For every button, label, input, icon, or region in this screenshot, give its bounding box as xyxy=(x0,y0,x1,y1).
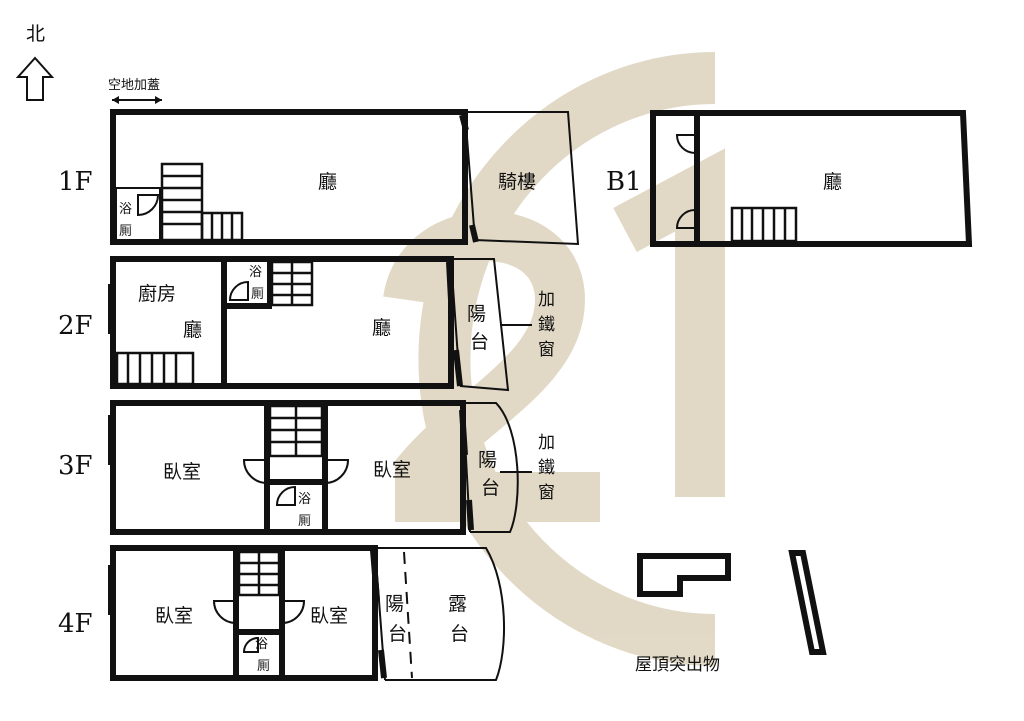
balcony-label-3f-top: 陽 xyxy=(478,449,497,471)
extension-note: 空地加蓋 xyxy=(108,78,160,93)
stairs-1f xyxy=(160,162,244,242)
iron-window-2f-2: 鐵 xyxy=(538,315,555,335)
room-hall-1f: 廳 xyxy=(318,171,337,193)
iron-window-3f-2: 鐵 xyxy=(538,458,555,478)
bath-label-3f-bottom: 厠 xyxy=(298,514,311,529)
room-bedroom-right-4f: 臥室 xyxy=(310,605,348,627)
stairs-4f xyxy=(237,550,281,597)
floor-2f xyxy=(108,256,532,392)
bath-label-1f-bottom: 厠 xyxy=(119,224,132,239)
bath-label-2f-top: 浴 xyxy=(249,265,262,280)
floor-4f xyxy=(108,545,506,681)
bath-label-1f-top: 浴 xyxy=(119,202,132,217)
stairs-3f xyxy=(268,404,324,458)
iron-window-2f-1: 加 xyxy=(538,290,555,310)
bath-label-3f-top: 浴 xyxy=(298,492,311,507)
floor-label-2f: 2F xyxy=(58,311,93,341)
room-bedroom-left-3f: 臥室 xyxy=(163,461,201,483)
floor-label-3f: 3F xyxy=(58,451,93,481)
room-hall-b1: 廳 xyxy=(823,171,842,193)
room-arcade-1f: 騎樓 xyxy=(498,171,536,193)
bath-label-2f-bottom: 厠 xyxy=(251,287,264,302)
north-arrow-icon xyxy=(15,56,55,101)
iron-window-3f-1: 加 xyxy=(538,433,555,453)
bath-label-4f-top: 浴 xyxy=(255,637,268,652)
floor-b1 xyxy=(650,110,973,247)
iron-window-2f-3: 窗 xyxy=(538,340,555,360)
floor-label-1f: 1F xyxy=(58,167,93,197)
floor-3f xyxy=(108,400,532,535)
bath-label-4f-bottom: 厠 xyxy=(257,659,270,674)
compass-label: 北 xyxy=(26,23,45,45)
iron-window-3f-3: 窗 xyxy=(538,483,555,503)
room-hall-right-2f: 廳 xyxy=(372,317,391,339)
balcony-label-2f-top: 陽 xyxy=(467,303,486,325)
rooftop-structures xyxy=(637,550,827,655)
floor-1f xyxy=(110,109,580,246)
room-hall-left-2f: 廳 xyxy=(183,319,202,341)
room-bedroom-right-3f: 臥室 xyxy=(373,459,411,481)
stairs-2f xyxy=(115,260,314,386)
terrace-label-4f-top: 露 xyxy=(448,593,467,615)
floor-label-b1: B1 xyxy=(606,167,642,197)
balcony-label-4f-top: 陽 xyxy=(385,593,404,615)
balcony-label-3f-bottom: 台 xyxy=(481,477,500,499)
floor-label-4f: 4F xyxy=(58,609,93,639)
stairs-b1 xyxy=(730,206,798,243)
double-arrow-icon xyxy=(112,96,162,104)
balcony-label-4f-bottom: 台 xyxy=(388,623,407,645)
room-bedroom-left-4f: 臥室 xyxy=(155,605,193,627)
terrace-label-4f-bottom: 台 xyxy=(450,623,469,645)
balcony-label-2f-bottom: 台 xyxy=(470,331,489,353)
room-kitchen-2f: 廚房 xyxy=(138,282,176,305)
rooftop-label: 屋頂突出物 xyxy=(635,655,720,675)
